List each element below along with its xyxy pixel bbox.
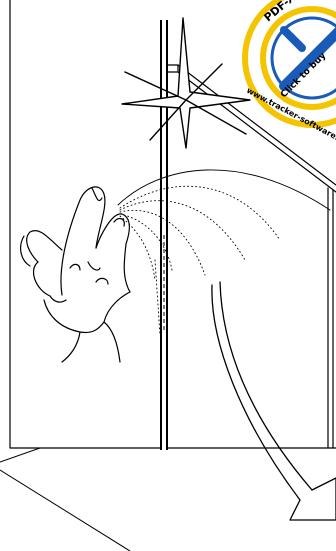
wipe-motion-line <box>118 170 330 210</box>
sparkle-icon <box>122 18 250 148</box>
hand-icon <box>21 187 130 362</box>
spray-mist-icon <box>120 186 280 335</box>
pdf-xchange-badge[interactable]: PDF-X Click to buy www.tracker-software.… <box>242 0 336 151</box>
curved-arrow-icon <box>212 282 336 520</box>
floor-lines <box>0 448 130 551</box>
